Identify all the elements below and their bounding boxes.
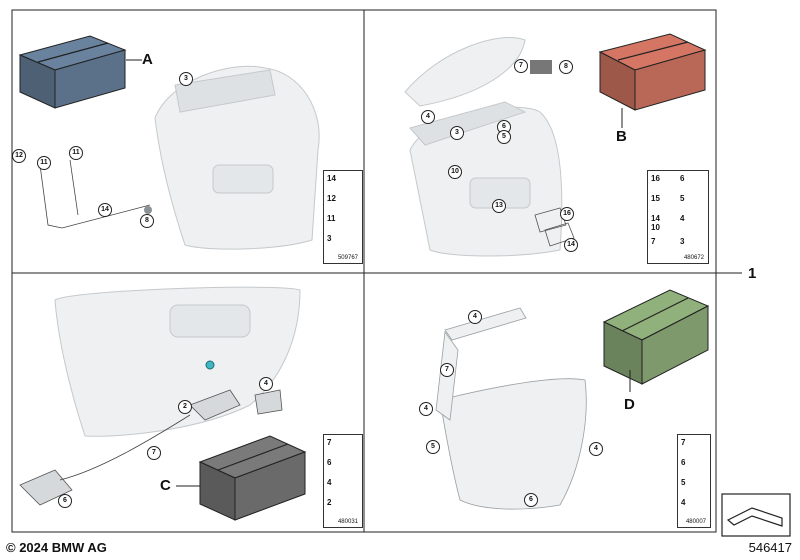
parts-table-q2: 16 6 15 5 14 10 4 7 3 480672: [647, 170, 709, 264]
label-a: A: [142, 51, 153, 68]
callout-number: 4: [468, 310, 482, 324]
callout-number: 3: [179, 72, 193, 86]
cable-q3: [59, 414, 191, 481]
light-q2: [530, 60, 552, 74]
table-code: 480031: [337, 519, 358, 525]
callout-number: 12: [12, 149, 26, 163]
callout-number: 14: [98, 203, 112, 217]
view-direction-icon: [721, 493, 791, 537]
main-callout: 1: [748, 265, 757, 282]
lock-q3: [19, 389, 283, 506]
box-a-icon: [18, 35, 127, 109]
table-row: 5: [681, 478, 686, 487]
callout-number: 7: [514, 59, 528, 73]
parts-table-q4: 7 6 5 4 480007: [677, 434, 711, 528]
label-c: C: [160, 477, 171, 494]
table-row: 7: [651, 237, 656, 246]
copyright: © 2024 BMW AG: [6, 540, 107, 555]
callout-number: 8: [559, 60, 573, 74]
box-d-icon: [602, 289, 710, 385]
trim-panel-q4: [435, 307, 587, 510]
callout-number: 14: [564, 238, 578, 252]
table-row: 14: [651, 214, 660, 223]
cable-q1: [39, 159, 151, 229]
callout-number: 6: [58, 494, 72, 508]
tailgate-q3: [54, 286, 301, 437]
callout-number: 11: [37, 156, 51, 170]
table-row: 4: [681, 498, 686, 507]
table-row: 6: [680, 174, 685, 183]
table-row: 11: [327, 214, 336, 223]
callout-number: 4: [259, 377, 273, 391]
table-row: 2: [327, 498, 332, 507]
table-row: 7: [681, 438, 686, 447]
table-code: 480672: [683, 255, 704, 261]
table-row: 10: [651, 223, 660, 232]
callout-number: 7: [147, 446, 161, 460]
table-code: 509767: [337, 255, 358, 261]
callout-number: 10: [448, 165, 462, 179]
table-row: 6: [327, 458, 332, 467]
callout-number: 16: [560, 207, 574, 221]
callout-number: 13: [492, 199, 506, 213]
callout-number: 2: [178, 400, 192, 414]
table-row: 16: [651, 174, 660, 183]
callout-number: 4: [589, 442, 603, 456]
box-b-icon: [598, 33, 707, 111]
callout-number: 4: [421, 110, 435, 124]
table-row: 3: [680, 237, 685, 246]
callout-number: 6: [524, 493, 538, 507]
parts-table-q3: 7 6 4 2 480031: [323, 434, 363, 528]
callout-number: 5: [426, 440, 440, 454]
diagram-number: 546417: [748, 540, 792, 555]
callout-number: 7: [440, 363, 454, 377]
tailgate-q2: [409, 101, 563, 257]
callout-number: 5: [497, 130, 511, 144]
table-row: 6: [681, 458, 686, 467]
table-row: 4: [680, 214, 685, 223]
tailgate-q1: [154, 65, 320, 250]
table-row: 14: [327, 174, 336, 183]
label-b: B: [616, 128, 627, 145]
bolt-icon: [144, 206, 152, 214]
label-d: D: [624, 396, 635, 413]
table-row: 15: [651, 194, 660, 203]
parts-table-q1: 14 12 11 3 509767: [323, 170, 363, 264]
table-row: 12: [327, 194, 336, 203]
table-row: 7: [327, 438, 332, 447]
table-row: 4: [327, 478, 332, 487]
table-row: 3: [327, 234, 332, 243]
callout-number: 8: [140, 214, 154, 228]
box-c-icon: [198, 435, 307, 521]
table-row: 5: [680, 194, 685, 203]
table-code: 480007: [685, 519, 706, 525]
callout-number: 4: [419, 402, 433, 416]
camera-icon: [205, 360, 215, 370]
callout-number: 11: [69, 146, 83, 160]
callout-number: 3: [450, 126, 464, 140]
spoiler-q2: [404, 36, 526, 107]
